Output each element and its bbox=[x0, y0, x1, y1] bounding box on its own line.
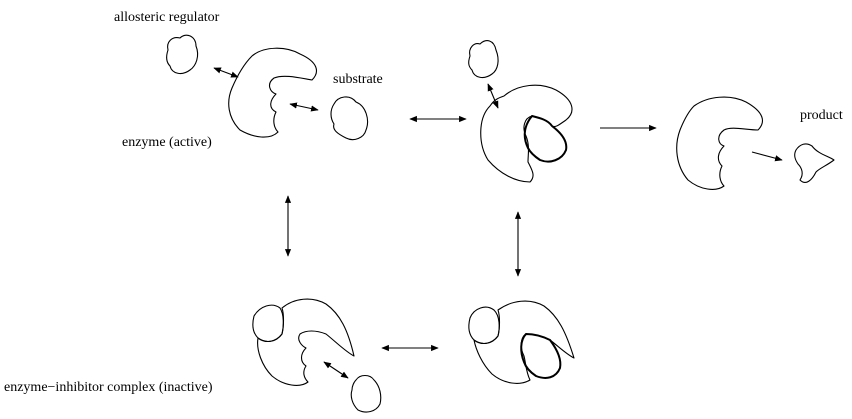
inactive-complex-shape bbox=[473, 300, 575, 384]
label-substrate: substrate bbox=[333, 72, 383, 87]
substrate-release-arrow bbox=[323, 361, 349, 379]
regulator-to-complex-arrow bbox=[487, 83, 499, 109]
allosteric-regulator-shape-2 bbox=[468, 40, 499, 79]
product-release-arrow bbox=[751, 151, 783, 162]
substrate-shape bbox=[330, 96, 369, 141]
bound-substrate-shape bbox=[523, 115, 568, 163]
label-product: product bbox=[800, 108, 843, 123]
enzyme-substrate-complex-shape bbox=[480, 84, 573, 183]
label-enzyme-active: enzyme (active) bbox=[122, 135, 212, 150]
label-allosteric-regulator: allosteric regulator bbox=[114, 10, 220, 25]
inhibitor-shape-2 bbox=[468, 306, 500, 345]
inactive-enzyme-shape bbox=[257, 298, 355, 386]
inhibitor-shape bbox=[252, 304, 284, 343]
enzyme-after-reaction-shape bbox=[676, 96, 764, 190]
label-inhibitor-complex: enzyme−inhibitor complex (inactive) bbox=[4, 380, 213, 395]
free-substrate-shape bbox=[350, 374, 382, 413]
bound-substrate-shape-2 bbox=[520, 333, 562, 379]
allosteric-regulator-shape bbox=[166, 34, 199, 75]
regulator-binding-arrow bbox=[213, 67, 239, 78]
active-enzyme-shape bbox=[228, 47, 318, 138]
product-shape bbox=[794, 143, 835, 183]
substrate-binding-arrow bbox=[289, 102, 319, 112]
